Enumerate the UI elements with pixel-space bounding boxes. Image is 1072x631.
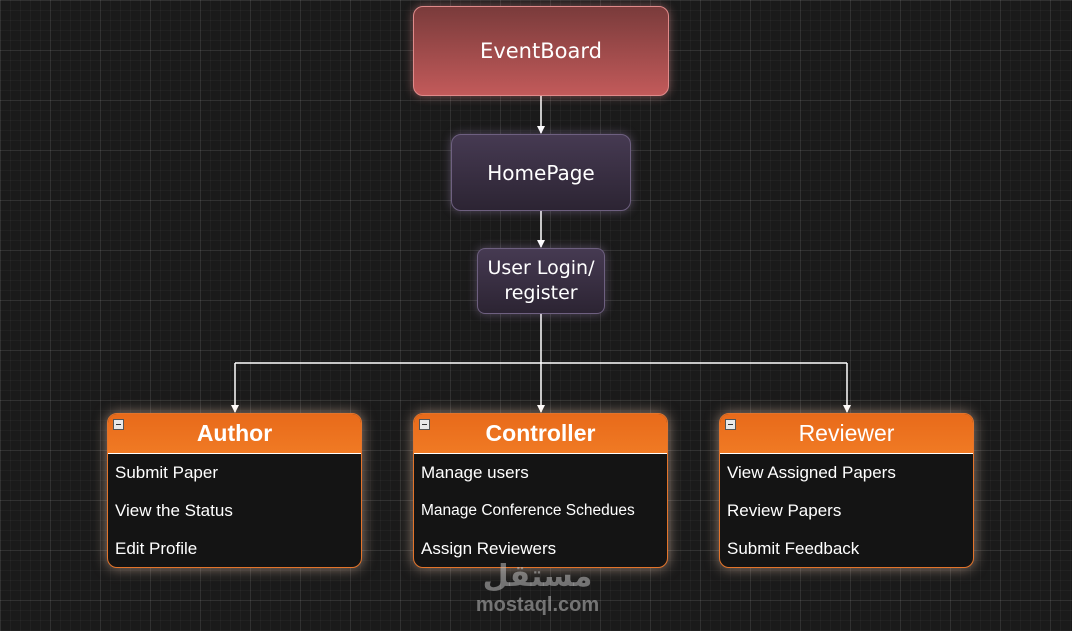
author-item-edit-profile[interactable]: Edit Profile bbox=[115, 539, 198, 558]
reviewer-item-view-assigned[interactable]: View Assigned Papers bbox=[727, 463, 896, 482]
collapse-minus-icon[interactable] bbox=[725, 419, 736, 430]
controller-panel-title: Controller bbox=[485, 420, 596, 446]
login-label-line2: register bbox=[504, 282, 578, 304]
homepage-label: HomePage bbox=[487, 160, 595, 185]
reviewer-panel-header[interactable]: Reviewer bbox=[720, 414, 973, 454]
watermark-domain: mostaql.com bbox=[475, 594, 600, 616]
controller-item-assign-reviewers[interactable]: Assign Reviewers bbox=[421, 539, 557, 558]
watermark-logo: مستقل bbox=[482, 559, 593, 594]
reviewer-item-review-papers[interactable]: Review Papers bbox=[727, 501, 842, 520]
controller-panel-header[interactable]: Controller bbox=[414, 414, 667, 454]
reviewer-panel-title: Reviewer bbox=[798, 420, 895, 446]
homepage-node[interactable]: HomePage bbox=[451, 134, 631, 211]
mostaql-watermark: مستقل mostaql.com bbox=[470, 560, 605, 620]
collapse-minus-icon[interactable] bbox=[419, 419, 430, 430]
login-node[interactable]: User Login/ register bbox=[477, 248, 605, 314]
author-item-submit-paper[interactable]: Submit Paper bbox=[115, 463, 218, 482]
reviewer-item-submit-feedback[interactable]: Submit Feedback bbox=[727, 539, 860, 558]
controller-panel[interactable]: Controller Manage users Manage Conferenc… bbox=[413, 413, 668, 568]
login-label-line1: User Login/ bbox=[487, 257, 595, 279]
author-panel-header[interactable]: Author bbox=[108, 414, 361, 454]
author-panel-title: Author bbox=[196, 420, 273, 446]
collapse-minus-icon[interactable] bbox=[113, 419, 124, 430]
eventboard-node[interactable]: EventBoard bbox=[413, 6, 669, 96]
author-item-view-status[interactable]: View the Status bbox=[115, 501, 233, 520]
eventboard-label: EventBoard bbox=[480, 39, 602, 63]
reviewer-panel[interactable]: Reviewer View Assigned Papers Review Pap… bbox=[719, 413, 974, 568]
controller-item-manage-schedules[interactable]: Manage Conference Schedues bbox=[421, 502, 635, 519]
controller-item-manage-users[interactable]: Manage users bbox=[421, 463, 529, 482]
author-panel[interactable]: Author Submit Paper View the Status Edit… bbox=[107, 413, 362, 568]
